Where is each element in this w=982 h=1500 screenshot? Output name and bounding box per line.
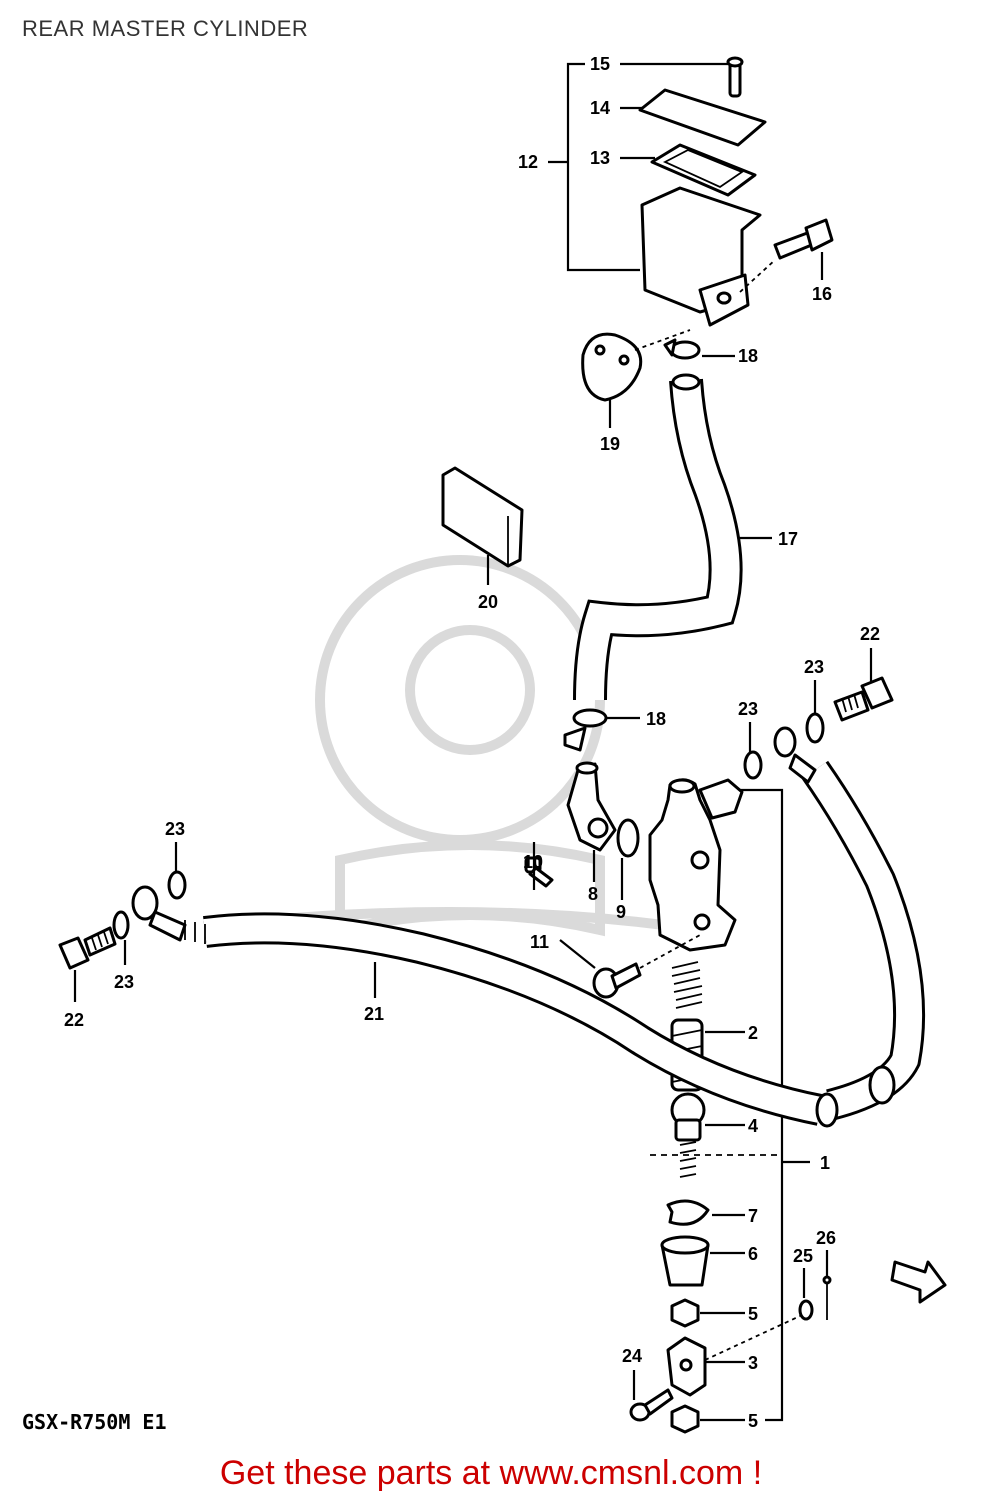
boot-6: [660, 1235, 710, 1287]
model-code: GSX-R750M E1: [22, 1410, 167, 1434]
callout-20: 20: [478, 592, 498, 612]
diaphragm-13: [650, 143, 757, 197]
union-8: [566, 761, 617, 852]
bracket-12: [566, 62, 640, 272]
callout-26: 26: [816, 1228, 836, 1248]
washer-23-right-inner: [743, 750, 763, 780]
banjo-bolt-22-right: [833, 676, 894, 722]
cta-link[interactable]: Get these parts at www.cmsnl.com !: [219, 1454, 763, 1492]
callout-5-upper: 5: [748, 1304, 758, 1324]
callout-1: 1: [820, 1153, 830, 1173]
callout-18-bottom: 18: [646, 709, 666, 729]
screw-11: [592, 962, 642, 999]
callout-11: 11: [530, 932, 549, 952]
watermark-logo: [269, 555, 701, 937]
nut-5-lower: [670, 1404, 700, 1434]
diagram-title: REAR MASTER CYLINDER: [22, 16, 309, 41]
cotter-pin-26: [822, 1275, 832, 1320]
banjo-fitting-left: [131, 885, 159, 921]
banjo-bolt-22-left: [58, 926, 117, 970]
callout-14: 14: [590, 98, 610, 118]
callout-13: 13: [590, 148, 610, 168]
circlip-7: [666, 1199, 710, 1226]
callout-4: 4: [748, 1116, 758, 1136]
master-cylinder-body-1: [648, 778, 744, 952]
pin-24: [629, 1388, 674, 1422]
bolt-16: [773, 218, 834, 260]
callout-7: 7: [748, 1206, 758, 1226]
callout-8: 8: [588, 884, 598, 904]
callout-25: 25: [793, 1246, 813, 1266]
washer-23-left-outer: [167, 870, 187, 900]
washer-23-left-inner: [112, 910, 130, 940]
callout-23-left-inner: 23: [114, 972, 134, 992]
nut-5-upper: [670, 1298, 700, 1328]
hose-clamp-18-top: [663, 338, 701, 360]
callout-12: 12: [518, 152, 538, 172]
callout-16: 16: [812, 284, 832, 304]
callout-21: 21: [364, 1004, 384, 1024]
forward-arrow-icon: [890, 1260, 947, 1304]
callout-6: 6: [748, 1244, 758, 1264]
callout-9: 9: [616, 902, 626, 922]
washer-25: [798, 1299, 814, 1321]
callout-18-top: 18: [738, 346, 758, 366]
gasket-19: [581, 332, 643, 402]
callout-23-left-outer: 23: [165, 819, 185, 839]
piston-4: [670, 1092, 706, 1178]
callout-19: 19: [600, 434, 620, 454]
rod-joint-3: [666, 1336, 707, 1397]
washer-23-right-outer: [805, 712, 825, 744]
reservoir-cap-14: [638, 88, 767, 147]
callout-22-right: 22: [860, 624, 880, 644]
callout-17: 17: [778, 529, 798, 549]
o-ring-9: [616, 818, 640, 858]
banjo-fitting-right: [773, 726, 797, 758]
callout-15: 15: [590, 54, 610, 74]
callout-5-lower: 5: [748, 1411, 758, 1431]
callout-22-left: 22: [64, 1010, 84, 1030]
caution-label-20: [441, 466, 524, 568]
callout-23-right-outer: 23: [804, 657, 824, 677]
callout-2: 2: [748, 1023, 758, 1043]
callout-24: 24: [622, 1346, 642, 1366]
callout-10: 10: [523, 852, 543, 872]
leader-11: [559, 939, 596, 969]
reservoir-body: [640, 186, 762, 327]
screw-15: [726, 56, 744, 98]
callout-23-right-inner: 23: [738, 699, 758, 719]
hose-clamp-18-bottom: [563, 708, 608, 752]
callout-3: 3: [748, 1353, 758, 1373]
